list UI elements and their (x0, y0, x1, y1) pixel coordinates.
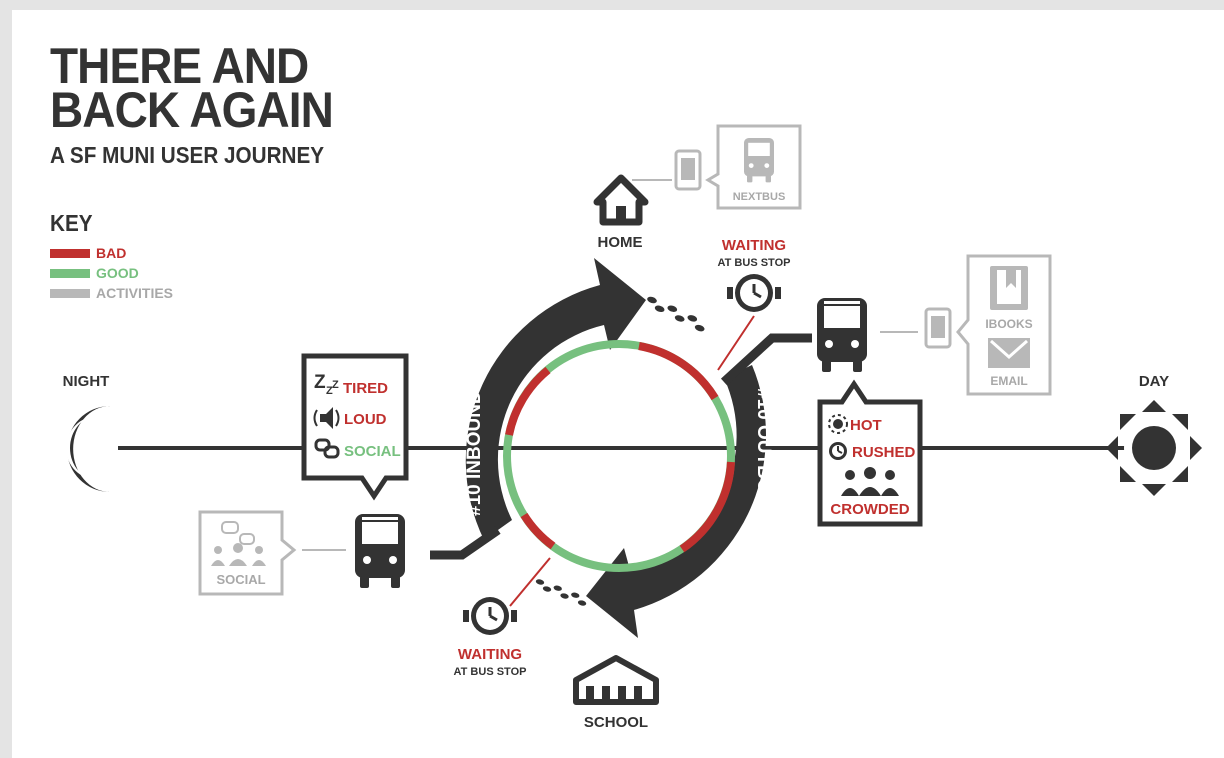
legend-item-bad: BAD (50, 243, 173, 263)
bus-icon-nextbus (744, 138, 774, 183)
school-label: SCHOOL (584, 714, 648, 731)
outbound-bus-connector (720, 333, 812, 386)
legend-label-activities: ACTIVITIES (96, 285, 174, 301)
social-activity: SOCIAL (198, 510, 297, 596)
clock-icon-rushed (829, 442, 847, 460)
home-icon (593, 174, 649, 226)
day-label: DAY (1139, 373, 1169, 390)
waiting-bottom-subtitle: AT BUS STOP (454, 666, 527, 678)
waiting-bottom-title: WAITING (458, 646, 522, 663)
chat-icon-night (314, 438, 340, 459)
bus-icon-inbound (355, 514, 405, 588)
inner-ring-bad-bottom-left (520, 512, 556, 550)
waiting-bottom-connector (509, 557, 551, 607)
clock-icon-bottom (461, 595, 519, 637)
subtitle: A SF MUNI USER JOURNEY (50, 142, 325, 168)
waiting-top-connector (717, 315, 755, 371)
legend: KEY BAD GOOD ACTIVITIES (50, 210, 173, 303)
book-icon (990, 266, 1028, 310)
outbound-label: #10 OUTBOUND (753, 388, 774, 535)
inbound-label: #10 INBOUND (464, 390, 485, 516)
school-icon (573, 655, 659, 705)
legend-item-good: GOOD (50, 263, 173, 283)
people-icon-social (211, 543, 266, 566)
phone-icon-nextbus (674, 149, 702, 191)
zzz-glyph-medium: Z (326, 385, 333, 397)
people-icon (841, 467, 899, 496)
speaker-icon (313, 407, 340, 429)
hot-label: HOT (850, 417, 882, 434)
rushed-label: RUSHED (852, 444, 916, 461)
social-activity-label: SOCIAL (216, 572, 265, 587)
footprints-icon-top (642, 295, 710, 333)
nextbus-activity: NEXTBUS (674, 124, 802, 210)
legend-label-good: GOOD (96, 265, 139, 281)
title-line-2: BACK AGAIN (50, 82, 334, 138)
footprints-icon-bottom (532, 578, 590, 607)
tired-label: TIRED (343, 380, 388, 397)
waiting-top-title: WAITING (722, 237, 786, 254)
night-label: NIGHT (63, 373, 110, 390)
inbound-arrow (465, 258, 646, 540)
title-block: THERE AND BACK AGAIN A SF MUNI USER JOUR… (50, 38, 358, 169)
infographic-frame: THERE AND BACK AGAIN A SF MUNI USER JOUR… (12, 10, 1224, 758)
title-line-1: THERE AND (50, 38, 309, 94)
inner-ring-bad-left (505, 366, 551, 436)
legend-swatch-good (50, 268, 90, 278)
outbound-arrow (586, 365, 767, 638)
legend-label-bad: BAD (96, 245, 127, 261)
outbound-experience-box: HOT RUSHED CROWDED (817, 379, 923, 527)
inner-ring-bad-right (679, 461, 735, 553)
waiting-top-subtitle: AT BUS STOP (718, 257, 791, 269)
thermometer-icon (828, 414, 848, 434)
zzz-glyph-large: Z (314, 372, 326, 393)
zzz-glyph-small: Z (332, 379, 339, 391)
zzz-icon: Z Z Z (314, 372, 339, 397)
bus-icon-outbound (817, 298, 867, 372)
email-label: EMAIL (990, 374, 1027, 388)
legend-item-activities: ACTIVITIES (50, 283, 173, 303)
loud-label: LOUD (344, 411, 387, 428)
legend-swatch-activities (50, 288, 90, 298)
ibooks-email-activity: IBOOKS EMAIL (924, 254, 1052, 396)
sun-icon (1106, 400, 1202, 496)
nextbus-label: NEXTBUS (733, 191, 786, 203)
ibooks-label: IBOOKS (985, 317, 1032, 331)
legend-swatch-bad (50, 248, 90, 258)
phone-icon-ibooks (924, 307, 952, 349)
envelope-icon (988, 338, 1030, 368)
inbound-experience-box: Z Z Z TIRED LOUD SOCIAL (301, 353, 409, 501)
inner-ring-bad-top (638, 342, 719, 401)
home-label: HOME (598, 234, 643, 251)
legend-title: KEY (50, 210, 93, 236)
clock-icon-top (725, 272, 783, 314)
social-label-night: SOCIAL (344, 443, 401, 460)
moon-icon (66, 406, 110, 492)
crowded-label: CROWDED (830, 501, 909, 518)
chat-icon-social (221, 521, 255, 545)
inbound-bus-connector (430, 526, 501, 560)
inner-ring (503, 340, 735, 572)
inner-ring-base (503, 340, 735, 572)
journey-diagram: #10 INBOUND #10 OUTBOUND HOME NEXTBUS (63, 124, 1202, 731)
